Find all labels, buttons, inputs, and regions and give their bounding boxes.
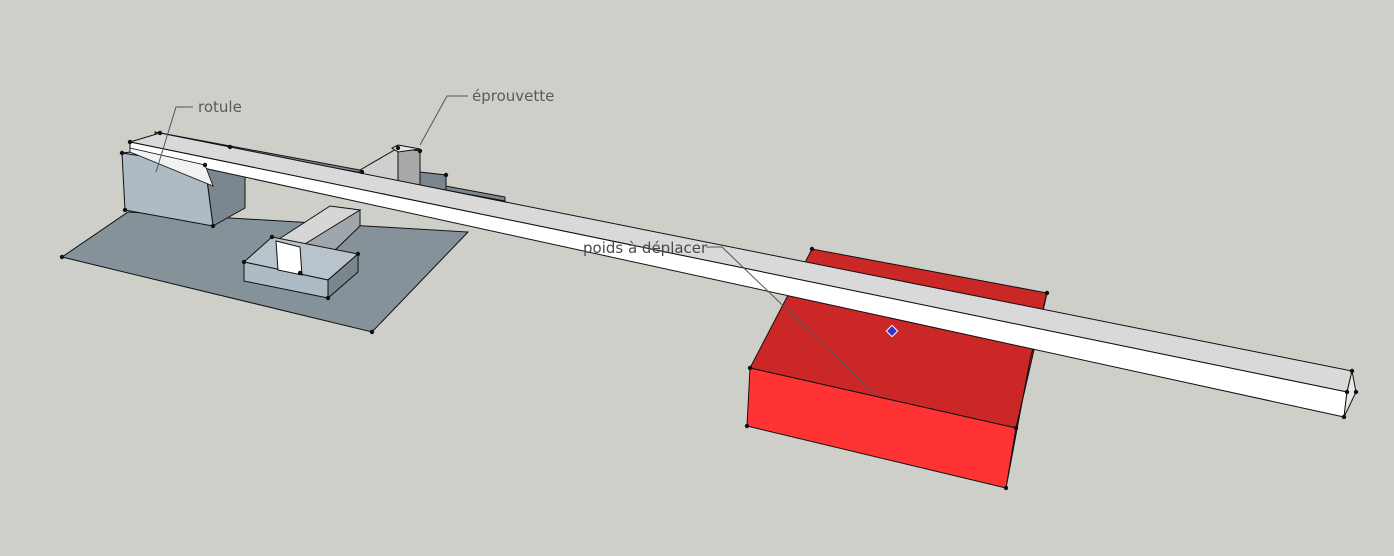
vertex-dot-icon (297, 270, 303, 276)
vertex-dot-icon (241, 259, 247, 265)
vertex-dots (59, 130, 1359, 491)
vertex-dot-icon (269, 234, 275, 240)
vertex-dot-icon (210, 223, 216, 229)
vertex-dot-icon (325, 295, 331, 301)
label-eprouvette: éprouvette (472, 87, 554, 105)
vertex-dot-icon (359, 169, 365, 175)
vertex-dot-icon (1013, 425, 1019, 431)
vertex-dot-icon (747, 365, 753, 371)
vertex-dot-icon (1341, 414, 1347, 420)
vertex-dot-icon (127, 139, 133, 145)
vertex-dot-icon (1353, 389, 1359, 395)
eprouvette-end-front[interactable] (275, 240, 303, 276)
label-poids: poids à déplacer (583, 239, 708, 257)
vertex-dot-icon (417, 148, 423, 154)
vertex-dot-icon (1003, 485, 1009, 491)
vertex-dot-icon (1344, 389, 1350, 395)
leader-rotule (155, 106, 193, 173)
vertex-dot-icon (119, 150, 125, 156)
vertex-dot-icon (809, 246, 815, 252)
front-clamp-side[interactable] (327, 252, 359, 300)
vertex-dot-icon (443, 172, 449, 178)
vertex-dot-icon (1349, 368, 1355, 374)
beam-underside (129, 147, 214, 187)
vertex-dot-icon (355, 251, 361, 257)
diamond-icon[interactable] (885, 324, 899, 338)
vertex-dot-icon (59, 254, 65, 260)
vertex-dot-icon (227, 144, 233, 150)
vertex-dot-icon (744, 423, 750, 429)
leader-poids (706, 246, 877, 396)
vertex-dot-icon (157, 130, 163, 136)
label-rotule: rotule (198, 98, 242, 116)
vertex-dot-icon (122, 207, 128, 213)
vertex-dot-icon (395, 145, 401, 151)
leader-eprouvette (419, 95, 468, 146)
vertex-dot-icon (1044, 290, 1050, 296)
vertex-dot-icon (202, 162, 208, 168)
vertex-dot-icon (369, 329, 375, 335)
